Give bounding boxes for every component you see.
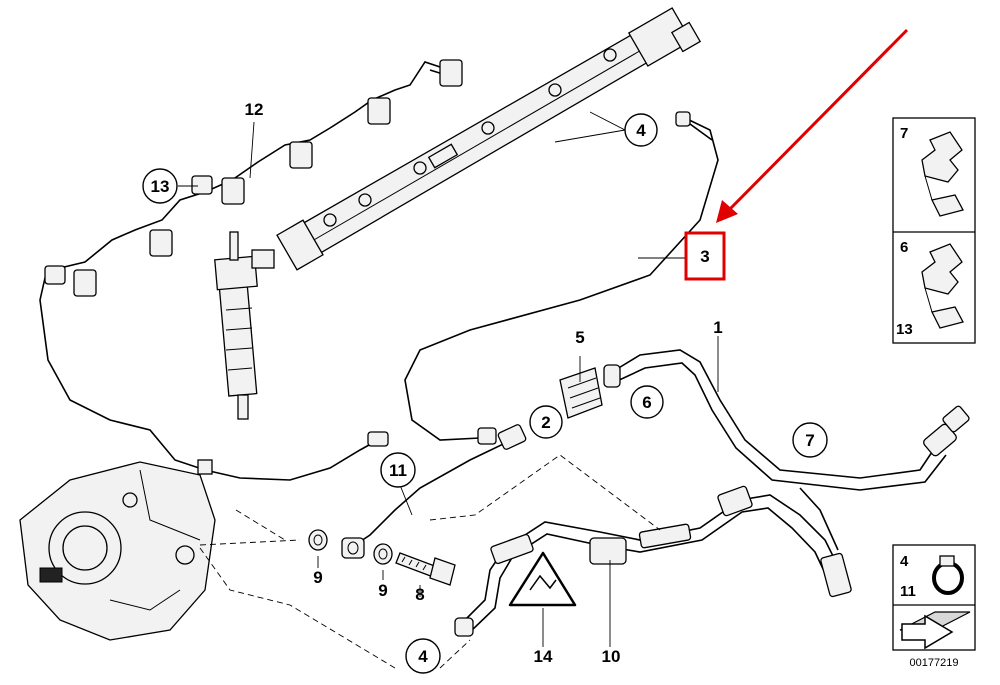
svg-text:4: 4 — [900, 553, 909, 570]
highlight-box — [684, 231, 726, 281]
callout-7: 7 — [792, 422, 828, 458]
leak-off-line — [39, 59, 463, 481]
svg-text:6: 6 — [642, 393, 651, 412]
banjo-fitting — [341, 537, 365, 559]
drawing-number: 00177219 — [910, 657, 959, 669]
fuel-hose-10 — [454, 485, 852, 637]
svg-text:13: 13 — [151, 177, 170, 196]
svg-text:2: 2 — [541, 413, 550, 432]
clip-icon — [921, 243, 964, 329]
callout-6: 6 — [630, 385, 664, 419]
seal-ring-left — [308, 529, 328, 551]
feed-line — [354, 424, 527, 546]
svg-text:11: 11 — [389, 461, 407, 480]
return-hose — [404, 111, 719, 445]
svg-text:3: 3 — [700, 247, 709, 266]
svg-text:7: 7 — [900, 125, 908, 142]
clamp-icon — [932, 555, 964, 595]
callout-1: 1 — [713, 318, 722, 337]
callout-12: 12 — [245, 100, 264, 119]
callout-2: 2 — [529, 405, 563, 439]
red-arrow — [716, 28, 909, 223]
callout-13: 13 — [142, 168, 178, 204]
callout-4-bottom: 4 — [405, 638, 441, 674]
arrow-icon — [899, 611, 971, 650]
warning-triangle-icon — [508, 551, 577, 607]
callout-9-right: 9 — [378, 581, 387, 600]
high-pressure-pump — [19, 461, 216, 641]
dashed-assembly-lines — [199, 454, 661, 669]
seal-ring-right — [373, 543, 393, 565]
injector — [214, 231, 275, 420]
clamp-inset: 4 11 00177219 — [892, 544, 976, 669]
fuel-hose-1 — [603, 349, 970, 491]
leader-lines — [178, 111, 719, 647]
fuel-rail — [276, 7, 702, 271]
clips-inset: 7 6 13 — [892, 117, 976, 344]
banjo-bolt — [395, 552, 456, 586]
svg-text:4: 4 — [636, 121, 646, 140]
callout-8: 8 — [415, 585, 424, 604]
callout-14: 14 — [534, 647, 553, 666]
svg-text:4: 4 — [418, 647, 428, 666]
callout-5: 5 — [575, 328, 584, 347]
svg-text:6: 6 — [900, 239, 908, 256]
callout-9-left: 9 — [313, 568, 322, 587]
svg-text:7: 7 — [805, 431, 814, 450]
clip-icon — [921, 131, 964, 217]
svg-text:11: 11 — [900, 583, 916, 600]
svg-text:13: 13 — [896, 321, 913, 338]
callout-3-highlight: 3 — [684, 231, 726, 281]
rubber-bush — [559, 367, 603, 419]
callout-11: 11 — [380, 452, 416, 488]
callout-10: 10 — [602, 647, 621, 666]
callout-4-top: 4 — [624, 113, 658, 147]
